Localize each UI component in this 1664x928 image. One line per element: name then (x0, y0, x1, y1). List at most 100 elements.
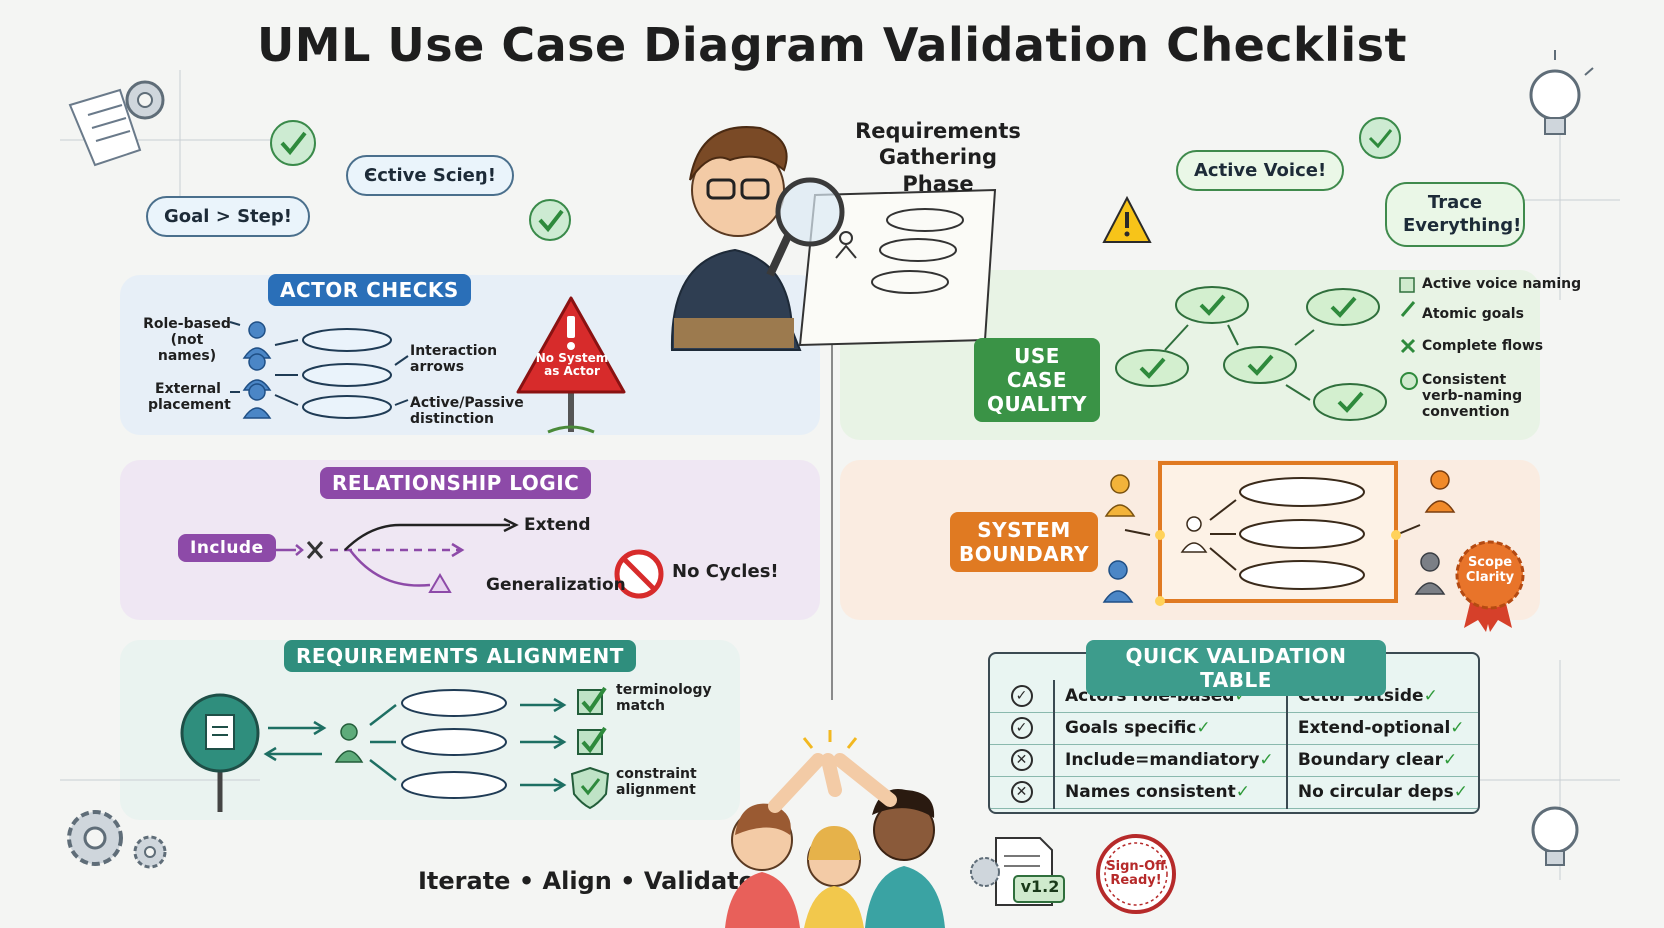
bubble-active-voice: Active Voice! (1176, 150, 1345, 191)
row-right-text: Boundary clear (1297, 750, 1443, 770)
sparkle-lines (802, 730, 858, 749)
table-row: ✕Names consistent✓No circular deps✓ (990, 776, 1478, 809)
checkbox-icon (577, 686, 607, 715)
external-actors (1102, 470, 1456, 603)
no-cycles-label: No Cycles! (672, 561, 779, 582)
tick-icon: ✓ (1443, 750, 1458, 770)
document-scroll-icon (68, 88, 142, 167)
use-case-quality-heading: USE CASE QUALITY (974, 338, 1100, 422)
interaction-arrows (229, 321, 409, 406)
check-circle-icon (1359, 117, 1401, 159)
row-left-item: Include=mandiatory✓ (1054, 744, 1287, 777)
quick-table-heading: QUICK VALIDATION TABLE (1086, 640, 1386, 696)
analyst-figure (670, 126, 802, 351)
system-boundary-heading: SYSTEM BOUNDARY (950, 512, 1098, 572)
quality-item-4: Consistent verb-naming convention (1422, 372, 1523, 421)
cross-circle-icon: ✕ (1010, 781, 1033, 803)
phase-label: Requirements Gathering Phase (855, 119, 1021, 196)
active-passive-label: Active/Passive distinction (410, 395, 524, 428)
alignment-arrows (263, 697, 567, 793)
quality-ovals (1115, 286, 1387, 421)
row-right-text: Extend-optional (1297, 718, 1451, 738)
tick-icon: ✓ (1450, 718, 1465, 738)
tick-icon: ✓ (1259, 750, 1274, 770)
boundary-arrows (1124, 499, 1421, 571)
bubble-active-scien: Єctive Scieŋ! (346, 155, 514, 196)
sign-off-stamp (1096, 834, 1176, 914)
external-placement-label: External placement (148, 381, 231, 414)
quality-arrows (1164, 324, 1315, 401)
row-right-text: No circular deps (1297, 782, 1454, 802)
sign-off-stamp-text: Sign-Off Ready! (1106, 859, 1166, 889)
tick-icon: ✓ (1196, 718, 1211, 738)
tick-icon: ✓ (1453, 782, 1468, 802)
role-based-label: Role-based (not names) (143, 316, 231, 365)
check-circle-icon: ✓ (1010, 684, 1033, 707)
no-system-sign-text: No System as Actor (535, 351, 609, 379)
quality-list-icons (1399, 277, 1418, 390)
row-right-item: No circular deps✓ (1285, 776, 1478, 809)
checkbox-icon (577, 726, 607, 755)
blocked-x-icon (306, 541, 324, 559)
lightbulb-icon-bottom (1531, 806, 1579, 866)
team-celebration-figures (725, 730, 945, 928)
shield-icon (570, 766, 610, 810)
warning-icon (1102, 195, 1152, 243)
inner-actor (1180, 516, 1208, 553)
magnifying-glass-icon (766, 177, 845, 277)
relationship-arrows (272, 542, 465, 587)
no-cycles-icon (614, 549, 664, 599)
quality-item-1: Active voice naming (1422, 276, 1582, 292)
boundary-glow-dots (1155, 530, 1401, 606)
bubble-goal-step: Goal > Step! (146, 196, 310, 237)
interaction-arrows-label: Interaction arrows (410, 343, 498, 376)
scope-clarity-ribbon-text: Scope Clarity (1465, 555, 1515, 585)
quality-checkmarks (1139, 294, 1364, 413)
row-left-text: Names consistent (1065, 782, 1236, 802)
lightbulb-icon (1529, 50, 1594, 135)
tick-icon: ✓ (1423, 685, 1438, 706)
generalization-label: Generalization (486, 575, 626, 595)
version-label: v1.2 (1020, 877, 1060, 896)
check-circle-icon (270, 120, 316, 166)
actor-figures (242, 321, 272, 419)
check-circle-icon: ✓ (1010, 717, 1033, 739)
row-right-item: Extend-optional✓ (1285, 712, 1478, 745)
row-left-item: Goals specific✓ (1054, 712, 1287, 745)
requirements-sign-icon (180, 693, 260, 812)
gear-icon (125, 80, 165, 120)
include-pill: Include (178, 534, 276, 562)
quality-item-2: Atomic goals (1422, 306, 1524, 322)
cross-circle-icon: ✕ (1010, 749, 1033, 771)
versioned-document-icon (970, 837, 1065, 906)
actor-checks-heading: ACTOR CHECKS (268, 274, 471, 306)
relationship-logic-heading: RELATIONSHIP LOGIC (320, 467, 592, 499)
row-status-cell: ✓ (990, 712, 1055, 745)
terminology-label: terminology match (616, 682, 712, 715)
table-row: ✕Include=mandiatory✓Boundary clear✓ (990, 744, 1478, 777)
quality-item-3: Complete flows (1422, 338, 1544, 354)
extend-label: Extend (524, 515, 591, 535)
boundary-ovals (1239, 477, 1365, 590)
row-left-text: Goals specific (1065, 718, 1197, 738)
use-case-ovals (302, 328, 392, 419)
table-row: ✓Goals specific✓Extend-optional✓ (990, 712, 1478, 745)
row-left-text: Include=mandiatory (1065, 750, 1260, 770)
scope-ribbon-badge (1455, 540, 1525, 632)
row-status-cell: ✓ (990, 680, 1055, 713)
extend-arrow (344, 523, 510, 551)
actor-band (120, 275, 820, 435)
row-status-cell: ✕ (990, 744, 1055, 777)
bubble-trace-everything: Trace Everything! (1385, 182, 1525, 247)
tick-icon: ✓ (1235, 782, 1251, 802)
generalization-triangle (428, 573, 452, 593)
stakeholder-figure (334, 723, 364, 763)
